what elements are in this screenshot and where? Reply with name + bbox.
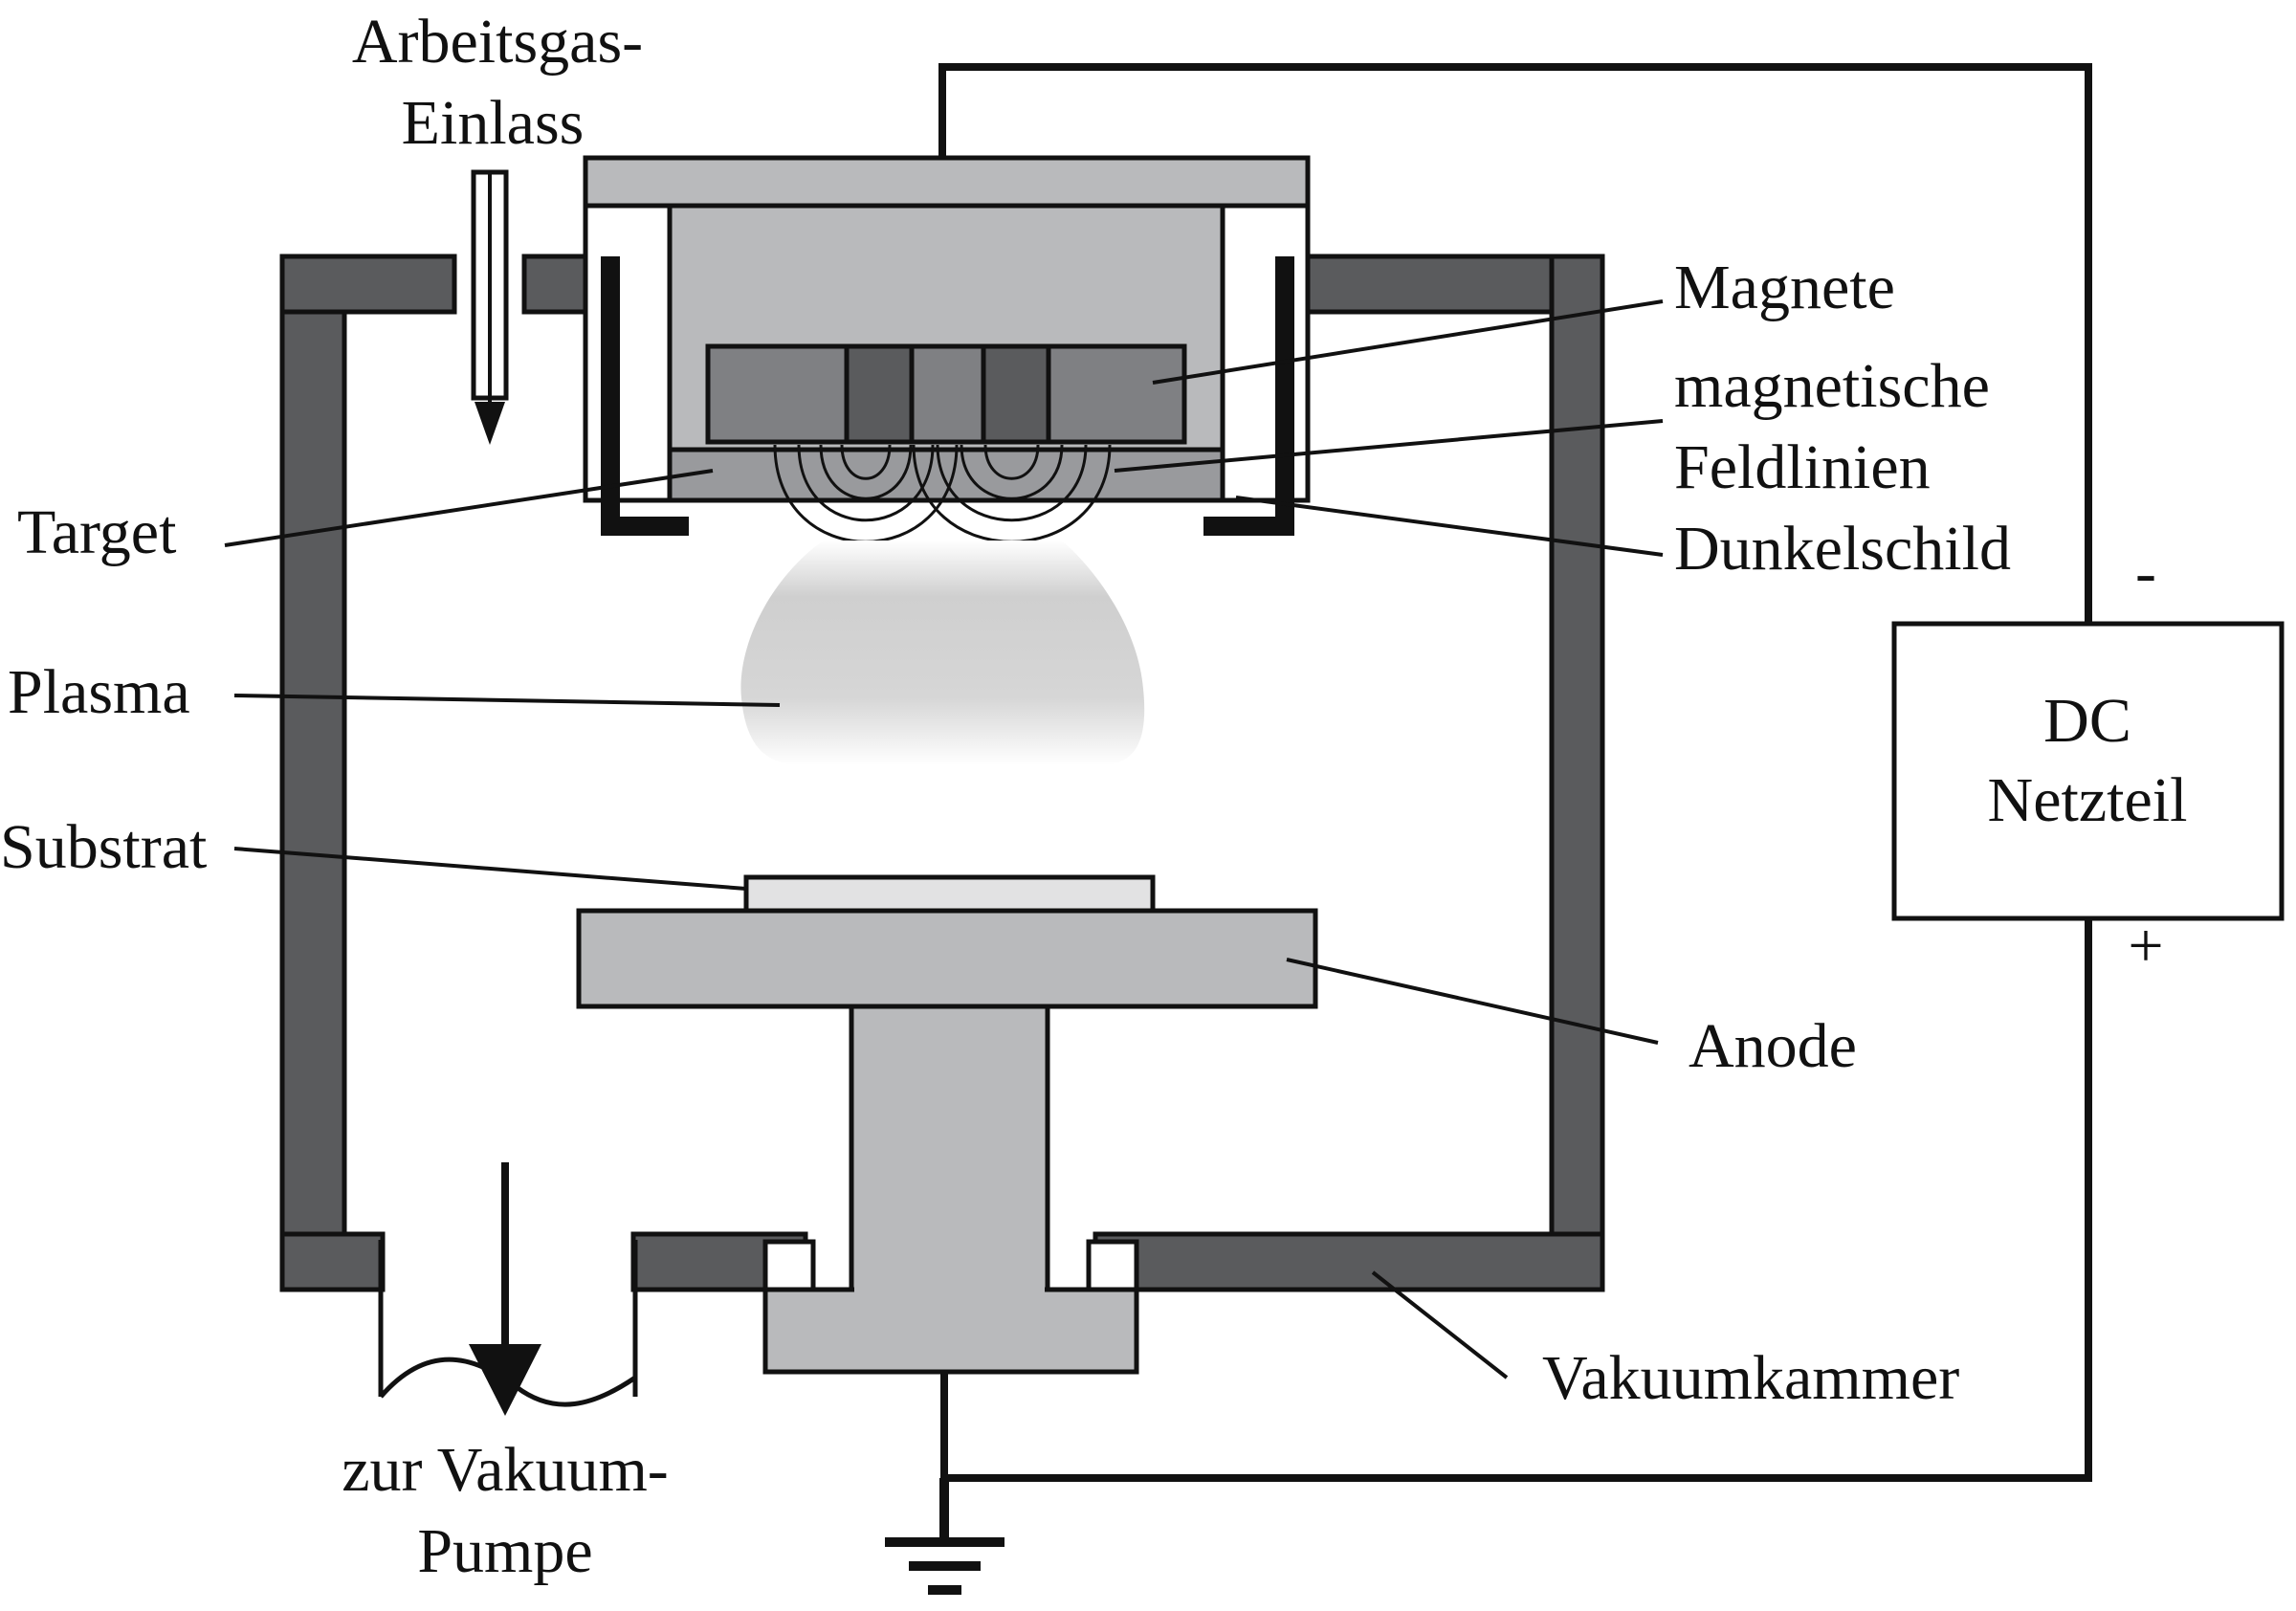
- vacuum-chamber: [279, 254, 1605, 1292]
- dc-power-supply: [1891, 621, 2285, 921]
- magnet-right: [1046, 343, 1187, 445]
- anode-assembly: [576, 874, 1318, 1375]
- cathode-assembly: [583, 155, 1311, 536]
- supply-label-line2: Netzteil: [1988, 765, 2188, 835]
- anode-label: Anode: [1689, 1011, 1857, 1081]
- dark-shield-left: [601, 256, 689, 536]
- supply-label-line1: DC: [2043, 686, 2131, 756]
- shield-pocket-left: [583, 203, 673, 503]
- chamber-wall-right: [1549, 254, 1605, 1292]
- minus-sign: -: [2135, 538, 2156, 607]
- dark-shield-label: Dunkelschild: [1674, 514, 2011, 584]
- chamber-wall-top-left: [279, 254, 457, 315]
- field-lines-label-line2: Feldlinien: [1674, 432, 1931, 502]
- target-label: Target: [17, 497, 176, 567]
- chamber-wall-bottom-left: [279, 1231, 386, 1292]
- plasma-cloud: [740, 541, 1145, 765]
- chamber-wall-bottom-right: [1093, 1231, 1605, 1292]
- magnets-label: Magnete: [1674, 253, 1895, 322]
- magnet-inner-left: [844, 343, 915, 445]
- plasma-label: Plasma: [8, 657, 190, 727]
- gas-inlet: [471, 169, 509, 445]
- magnet-center: [909, 343, 986, 445]
- magnet-left: [705, 343, 850, 445]
- leader-lines: [224, 299, 1664, 1379]
- plus-sign: +: [2128, 911, 2163, 981]
- anode-plate: [576, 908, 1318, 1009]
- magnet-inner-right: [981, 343, 1051, 445]
- down-arrow-icon: [475, 402, 505, 445]
- gas-inlet-label-line2: Einlass: [402, 88, 585, 158]
- anode-base: [762, 1287, 1139, 1375]
- anode-insulator-right: [1086, 1239, 1139, 1292]
- pump-label-line1: zur Vakuum-: [342, 1435, 669, 1505]
- pump-port: [378, 1162, 638, 1416]
- substrate: [743, 874, 1156, 914]
- pump-label-line2: Pumpe: [417, 1516, 592, 1586]
- magnetic-field-lines: [773, 444, 1112, 543]
- chamber-wall-left: [279, 254, 347, 1292]
- gas-inlet-label-line1: Arbeitsgas-: [352, 7, 643, 77]
- anode-insulator-left: [762, 1239, 816, 1292]
- circuit-wiring: [938, 63, 2092, 1482]
- field-lines-label-line1: magnetische: [1674, 351, 1990, 421]
- down-arrow-icon: [469, 1344, 541, 1416]
- substrate-label: Substrat: [0, 812, 207, 882]
- anode-column: [849, 1004, 1050, 1325]
- dark-shield-right: [1203, 256, 1294, 536]
- ground-icon: [885, 1478, 1004, 1595]
- vacuum-chamber-label: Vakuumkammer: [1542, 1343, 1959, 1413]
